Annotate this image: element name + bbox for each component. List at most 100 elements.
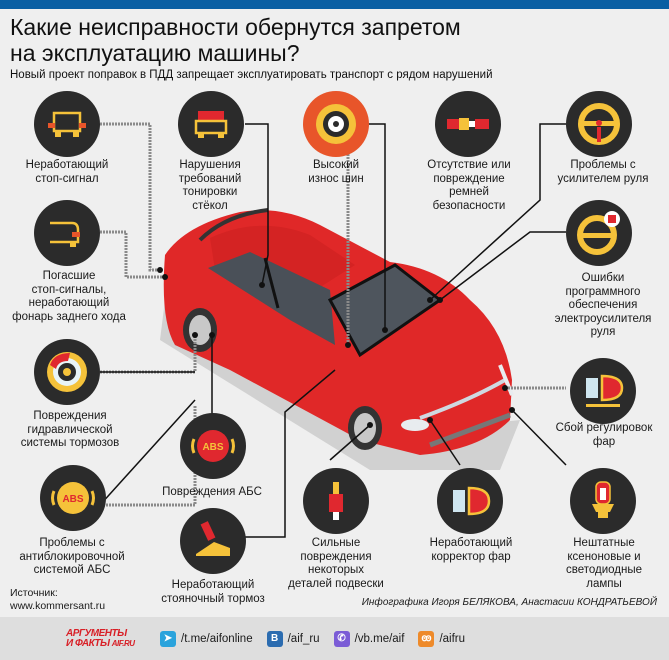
label-line: Ошибки [581,272,625,284]
label-line: Неработающий [171,579,255,591]
social-label: /t.me/aifonline [181,632,253,645]
vk-icon: B [266,630,283,647]
source-url: www.kommersant.ru [10,599,106,612]
label-line: системой АБС [33,564,111,576]
label-line: антиблокировочной [19,550,125,563]
car-front-icon [34,91,100,157]
parking-brake-icon [180,508,246,574]
label-line: фар [592,435,616,448]
svg-text:ABS: ABS [202,442,223,453]
abs-yellow-icon: ABS [40,465,106,531]
footer-bar: АРГУМЕНТЫ И ФАКТЫ AIF.RU ➤ /t.me/aifonli… [0,617,669,660]
label-line: Проблемы с [570,159,636,171]
label-line: гидравлической [27,423,113,436]
social-label: /aif_ru [287,632,320,645]
label-line: ремней [449,186,489,198]
shock-absorber-icon [303,468,369,534]
car-rear-light-icon [34,200,100,266]
label-line: некоторых [308,564,364,576]
steering-wheel-icon [566,91,632,157]
viber-icon: ✆ [333,630,350,647]
label-line: Погасшие [42,270,96,282]
top-accent-bar [0,0,669,9]
logo-line-2: И ФАКТЫ [66,637,110,649]
label-line: деталей подвески [288,577,384,590]
label-line: Сильные [311,537,361,549]
label-line: обеспечения [568,299,638,311]
label-line: Нештатные [573,537,635,549]
label-line: корректор фар [431,550,511,563]
aif-logo[interactable]: АРГУМЕНТЫ И ФАКТЫ AIF.RU [66,627,146,649]
label-line: стоп-сигналы, [31,283,107,296]
social-label: /vb.me/aif [354,632,405,645]
source-label: Источник: [10,587,58,599]
label-line: лампы [586,577,622,590]
headlight-level-icon [437,468,503,534]
seatbelt-icon [435,91,501,157]
tire-icon [303,91,369,157]
label-line: Нарушения [179,159,241,171]
title-line-1: Какие неисправности обернутся запретом [10,14,461,40]
logo-line-1: АРГУМЕНТЫ [66,627,127,639]
label-line: Неработающий [25,159,109,171]
label-line: ксеноновые и [567,550,641,563]
label-line: Сбой регулировок [555,422,653,434]
subtitle: Новый проект поправок в ПДД запрещает эк… [10,69,493,81]
headlight-adjust-icon [570,358,636,424]
car-tinted-window-icon [178,91,244,157]
brake-disc-icon [34,339,100,405]
social-label: /aifru [439,632,466,645]
label-line: Повреждения [33,410,107,422]
label-line: фонарь заднего хода [12,310,126,323]
page-title: Какие неисправности обернутся запретом н… [10,14,461,66]
source-note: Источник: www.kommersant.ru [10,587,105,612]
label-line: износ шин [308,172,364,185]
odnoklassniki-icon: ꙭ [418,630,435,647]
telegram-icon: ➤ [160,630,176,647]
label-line: светодиодные [565,564,643,576]
label-line: Повреждения АБС [162,486,262,498]
label-line: электроусилителя [554,312,652,325]
label-line: повреждение [433,172,505,185]
label-line: требований [178,172,242,185]
label-line: Отсутствие или [427,159,511,171]
label-line: стёкол [192,199,228,212]
label-line: системы тормозов [20,437,120,449]
label-line: программного [565,285,641,298]
label-line: руля [590,326,616,338]
infographic-credit: Инфографика Игоря БЕЛЯКОВА, Анастасии КО… [361,597,657,608]
label-line: стояночный тормоз [161,592,265,605]
social-link-odnoklassniki[interactable]: ꙭ /aifru [418,630,466,647]
svg-text:ABS: ABS [62,494,83,505]
label-line: Неработающий [429,537,513,549]
label-line: Высокий [312,159,360,171]
social-link-vk[interactable]: B /aif_ru [266,630,320,647]
social-link-telegram[interactable]: ➤ /t.me/aifonline [160,630,253,647]
label-line: усилителем руля [557,172,649,185]
xenon-bulb-icon [570,468,636,534]
logo-domain: AIF.RU [111,638,135,648]
steering-wheel-error-icon [566,200,632,266]
label-line: стоп-сигнал [35,172,99,185]
label-line: безопасности [432,199,506,212]
label-line: тонировки [182,186,238,198]
label-abs-damage: Повреждения АБС [152,486,272,500]
social-link-viber[interactable]: ✆ /vb.me/aif [333,630,405,647]
label-line: повреждения [300,550,372,563]
label-line: Проблемы с [39,537,105,549]
abs-red-icon: ABS [180,413,246,479]
